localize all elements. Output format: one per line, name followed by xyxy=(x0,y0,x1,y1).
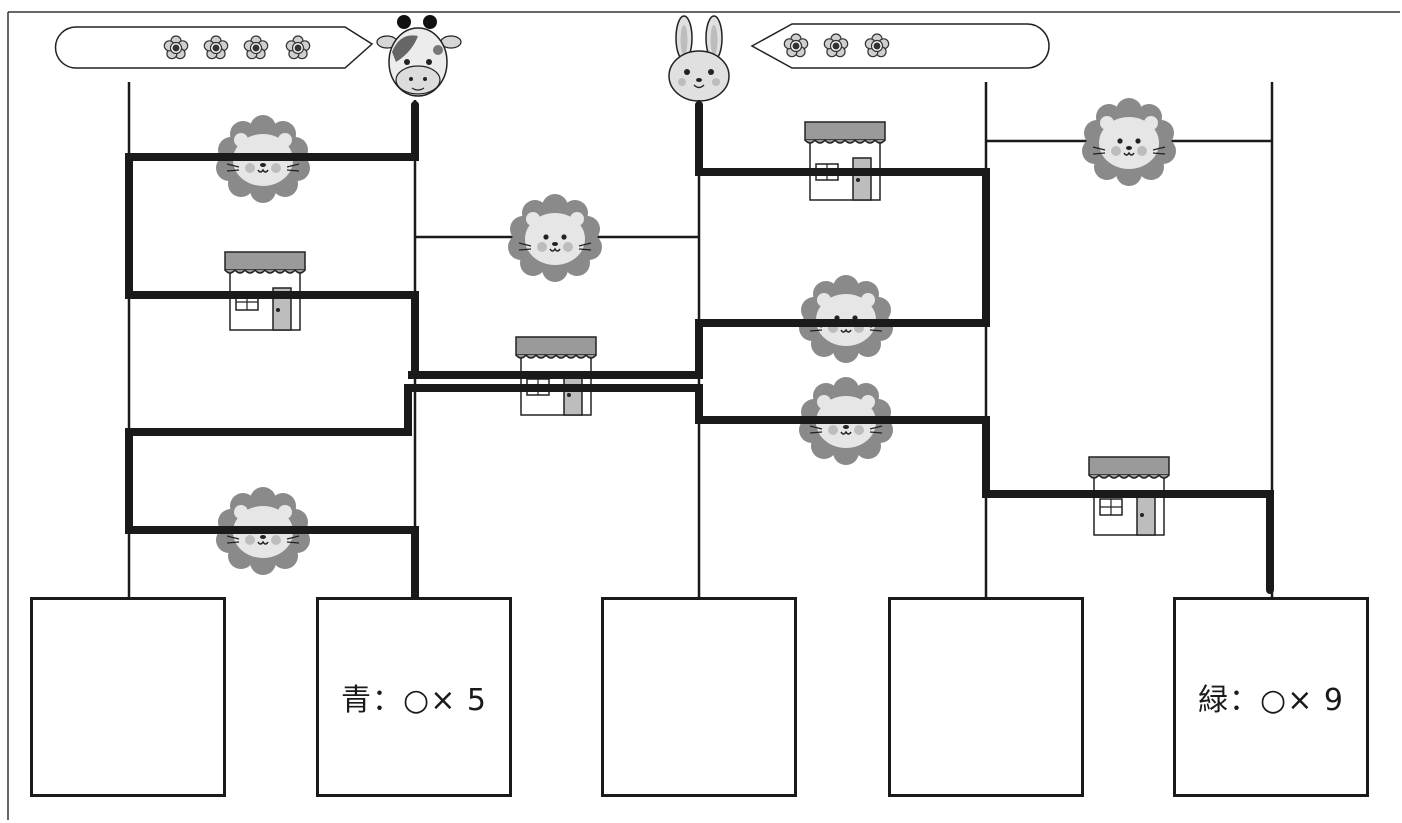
lion-face-icon xyxy=(1082,98,1176,186)
answer-box-2[interactable]: 青：○× 5 xyxy=(316,597,512,797)
answer-text-5: 緑：○× 9 xyxy=(1198,675,1344,719)
rabbit-speech-bubble xyxy=(752,24,1049,68)
cow-speech-bubble xyxy=(55,27,372,68)
rabbit-face-icon xyxy=(669,16,729,101)
cow-face-icon xyxy=(377,15,461,96)
answer-box-3[interactable] xyxy=(601,597,797,797)
shop-icon xyxy=(805,122,885,200)
answer-box-5[interactable]: 緑：○× 9 xyxy=(1173,597,1369,797)
answer-box-1[interactable] xyxy=(30,597,226,797)
lion-face-icon xyxy=(508,194,602,282)
answer-box-4[interactable] xyxy=(888,597,1084,797)
answer-text-2: 青：○× 5 xyxy=(341,675,487,719)
